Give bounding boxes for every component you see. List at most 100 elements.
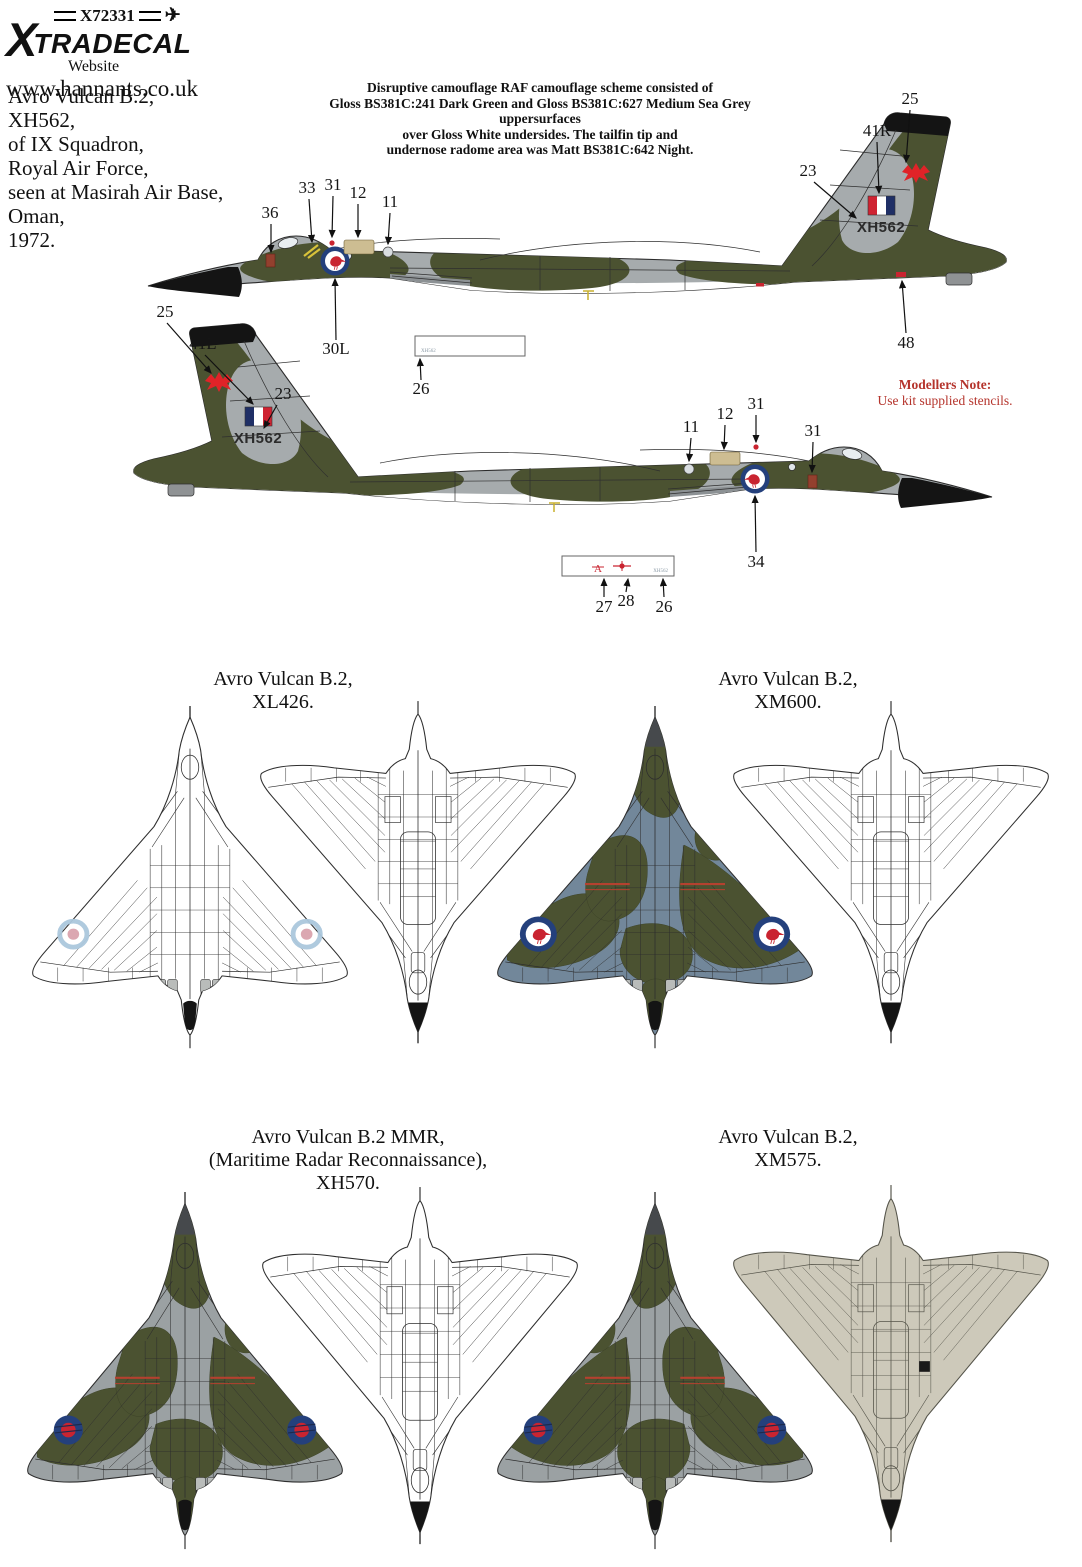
subject-line: Oman, (8, 204, 65, 228)
strip-wing-emblem (613, 561, 631, 571)
title-line: Avro Vulcan B.2, (213, 668, 353, 690)
plan-3-bottom-airframe (733, 1185, 1049, 1543)
scheme-line: Disruptive camouflage RAF camouflage sch… (367, 80, 713, 95)
nose-radome (898, 478, 992, 508)
plan-0-bottom-airframe (260, 701, 576, 1044)
callout-30L: 30L (322, 277, 350, 358)
modellers-note: Modellers Note: Use kit supplied stencil… (850, 377, 1040, 409)
nose-radome (148, 267, 242, 297)
fin-serial: XH562 (234, 430, 282, 447)
side-profile-port: XH562 A XH562 25 41L 23 11 12 31 31 34 2… (133, 302, 993, 616)
svg-text:23: 23 (800, 161, 817, 180)
modellers-note-text: Use kit supplied stencils. (877, 393, 1013, 408)
svg-text:31: 31 (748, 394, 765, 413)
stencil-circle-11 (382, 246, 394, 258)
squadron-bat-emblem (902, 163, 930, 183)
website-url[interactable]: www.hannants.co.uk (6, 75, 199, 101)
svg-text:36: 36 (262, 203, 279, 222)
plan-0-bottom-surface (268, 750, 568, 1033)
subject-line: XH562, (8, 108, 76, 132)
fin-flash (244, 406, 273, 427)
xm600-top-view (497, 706, 813, 1049)
svg-text:25: 25 (157, 302, 174, 321)
camo-patch (676, 117, 1007, 285)
title-line: Avro Vulcan B.2, (718, 1126, 858, 1148)
subject-line: seen at Masirah Air Base, (8, 180, 224, 204)
modellers-note-title: Modellers Note: (898, 377, 992, 392)
plane-icon: ✈ (164, 5, 181, 26)
scheme-line: undernose radome area was Matt BS381C:64… (386, 142, 694, 157)
stencil-dot-31 (753, 444, 759, 450)
stencil-dot-31 (329, 240, 335, 246)
callout-11: 11 (382, 192, 398, 246)
stencil-yellow-slash-33 (303, 244, 321, 259)
svg-text:31: 31 (325, 175, 342, 194)
camouflage-scheme-note: Disruptive camouflage RAF camouflage sch… (300, 80, 780, 158)
kiwi-emblem (330, 256, 347, 270)
callout-33: 33 (299, 178, 316, 244)
callout-12: 12 (350, 183, 367, 239)
website-label: Website (68, 57, 120, 75)
svg-text:41L: 41L (189, 334, 216, 353)
title-line: Avro Vulcan B.2, (718, 668, 858, 690)
jetpipe (945, 272, 973, 286)
stencil-panel-12 (709, 451, 741, 466)
subject-line: Avro Vulcan B.2, (8, 84, 155, 108)
title-line: (Maritime Radar Reconnaissance), (208, 1149, 488, 1171)
logo-bar-right (138, 10, 161, 21)
svg-text:23: 23 (275, 384, 292, 403)
wing-roundel (753, 916, 791, 952)
xh570-top-view (27, 1192, 343, 1550)
xh570-title: Avro Vulcan B.2 MMR, (Maritime Radar Rec… (168, 1126, 528, 1195)
callout-25: 25 (157, 302, 212, 374)
plan-2-bottom-airframe (262, 1187, 578, 1545)
xm600-bottom-view (733, 701, 1049, 1044)
subject-line: Royal Air Force, (8, 156, 149, 180)
stencil-red-dash (756, 283, 764, 287)
plan-0-top-surface (40, 748, 340, 1031)
plan-2-top-airframe (27, 1192, 343, 1550)
title-line: Avro Vulcan B.2 MMR, (251, 1126, 445, 1148)
callout-41L: 41L (189, 334, 254, 405)
camo-patch (731, 453, 900, 497)
svg-text:11: 11 (382, 192, 398, 211)
svg-text:31: 31 (805, 421, 822, 440)
surface-finish (133, 328, 900, 505)
panel-lines (221, 340, 810, 502)
porthole (788, 463, 796, 471)
xm600-title: Avro Vulcan B.2, XM600. (668, 668, 908, 714)
stencil-strip: XH562 (414, 335, 526, 357)
fin-tip-black (884, 112, 951, 136)
svg-text:12: 12 (717, 404, 734, 423)
cockpit-window (841, 448, 863, 460)
xl426-title: Avro Vulcan B.2, XL426. (163, 668, 403, 714)
stencil-yellow-t (549, 502, 560, 512)
callout-26: 26 (656, 577, 673, 616)
plan-1-top-surface (505, 717, 805, 1031)
stencil-mark-48 (896, 272, 906, 277)
logo-bar-left (54, 10, 76, 21)
wing-roundel (53, 1415, 83, 1445)
title-line: XH570. (316, 1172, 380, 1194)
camo-patch (133, 328, 464, 496)
brand-x: X (6, 13, 37, 66)
callout-31b: 31 (805, 421, 822, 474)
wing-roundel (757, 1415, 787, 1445)
sheet-code: X72331 (80, 5, 135, 25)
strip-serial: XH562 (653, 569, 668, 574)
stencil-yellow-t (583, 290, 594, 300)
svg-text:28: 28 (618, 591, 635, 610)
title-line: XM600. (754, 691, 822, 713)
scheme-line: over Gloss White undersides. The tailfin… (402, 126, 678, 142)
svg-text:25: 25 (902, 89, 919, 108)
xm575-title: Avro Vulcan B.2, XM575. (668, 1126, 908, 1172)
wing-roundel (523, 1415, 553, 1445)
callout-23: 23 (263, 384, 292, 430)
subject-line: of IX Squadron, (8, 132, 144, 156)
fuselage-roundel (740, 464, 770, 494)
strip-serial: XH562 (421, 349, 436, 354)
plan-2-top-surface (35, 1203, 335, 1531)
title-line: XL426. (252, 691, 314, 713)
xm575-bottom-view (733, 1185, 1049, 1543)
